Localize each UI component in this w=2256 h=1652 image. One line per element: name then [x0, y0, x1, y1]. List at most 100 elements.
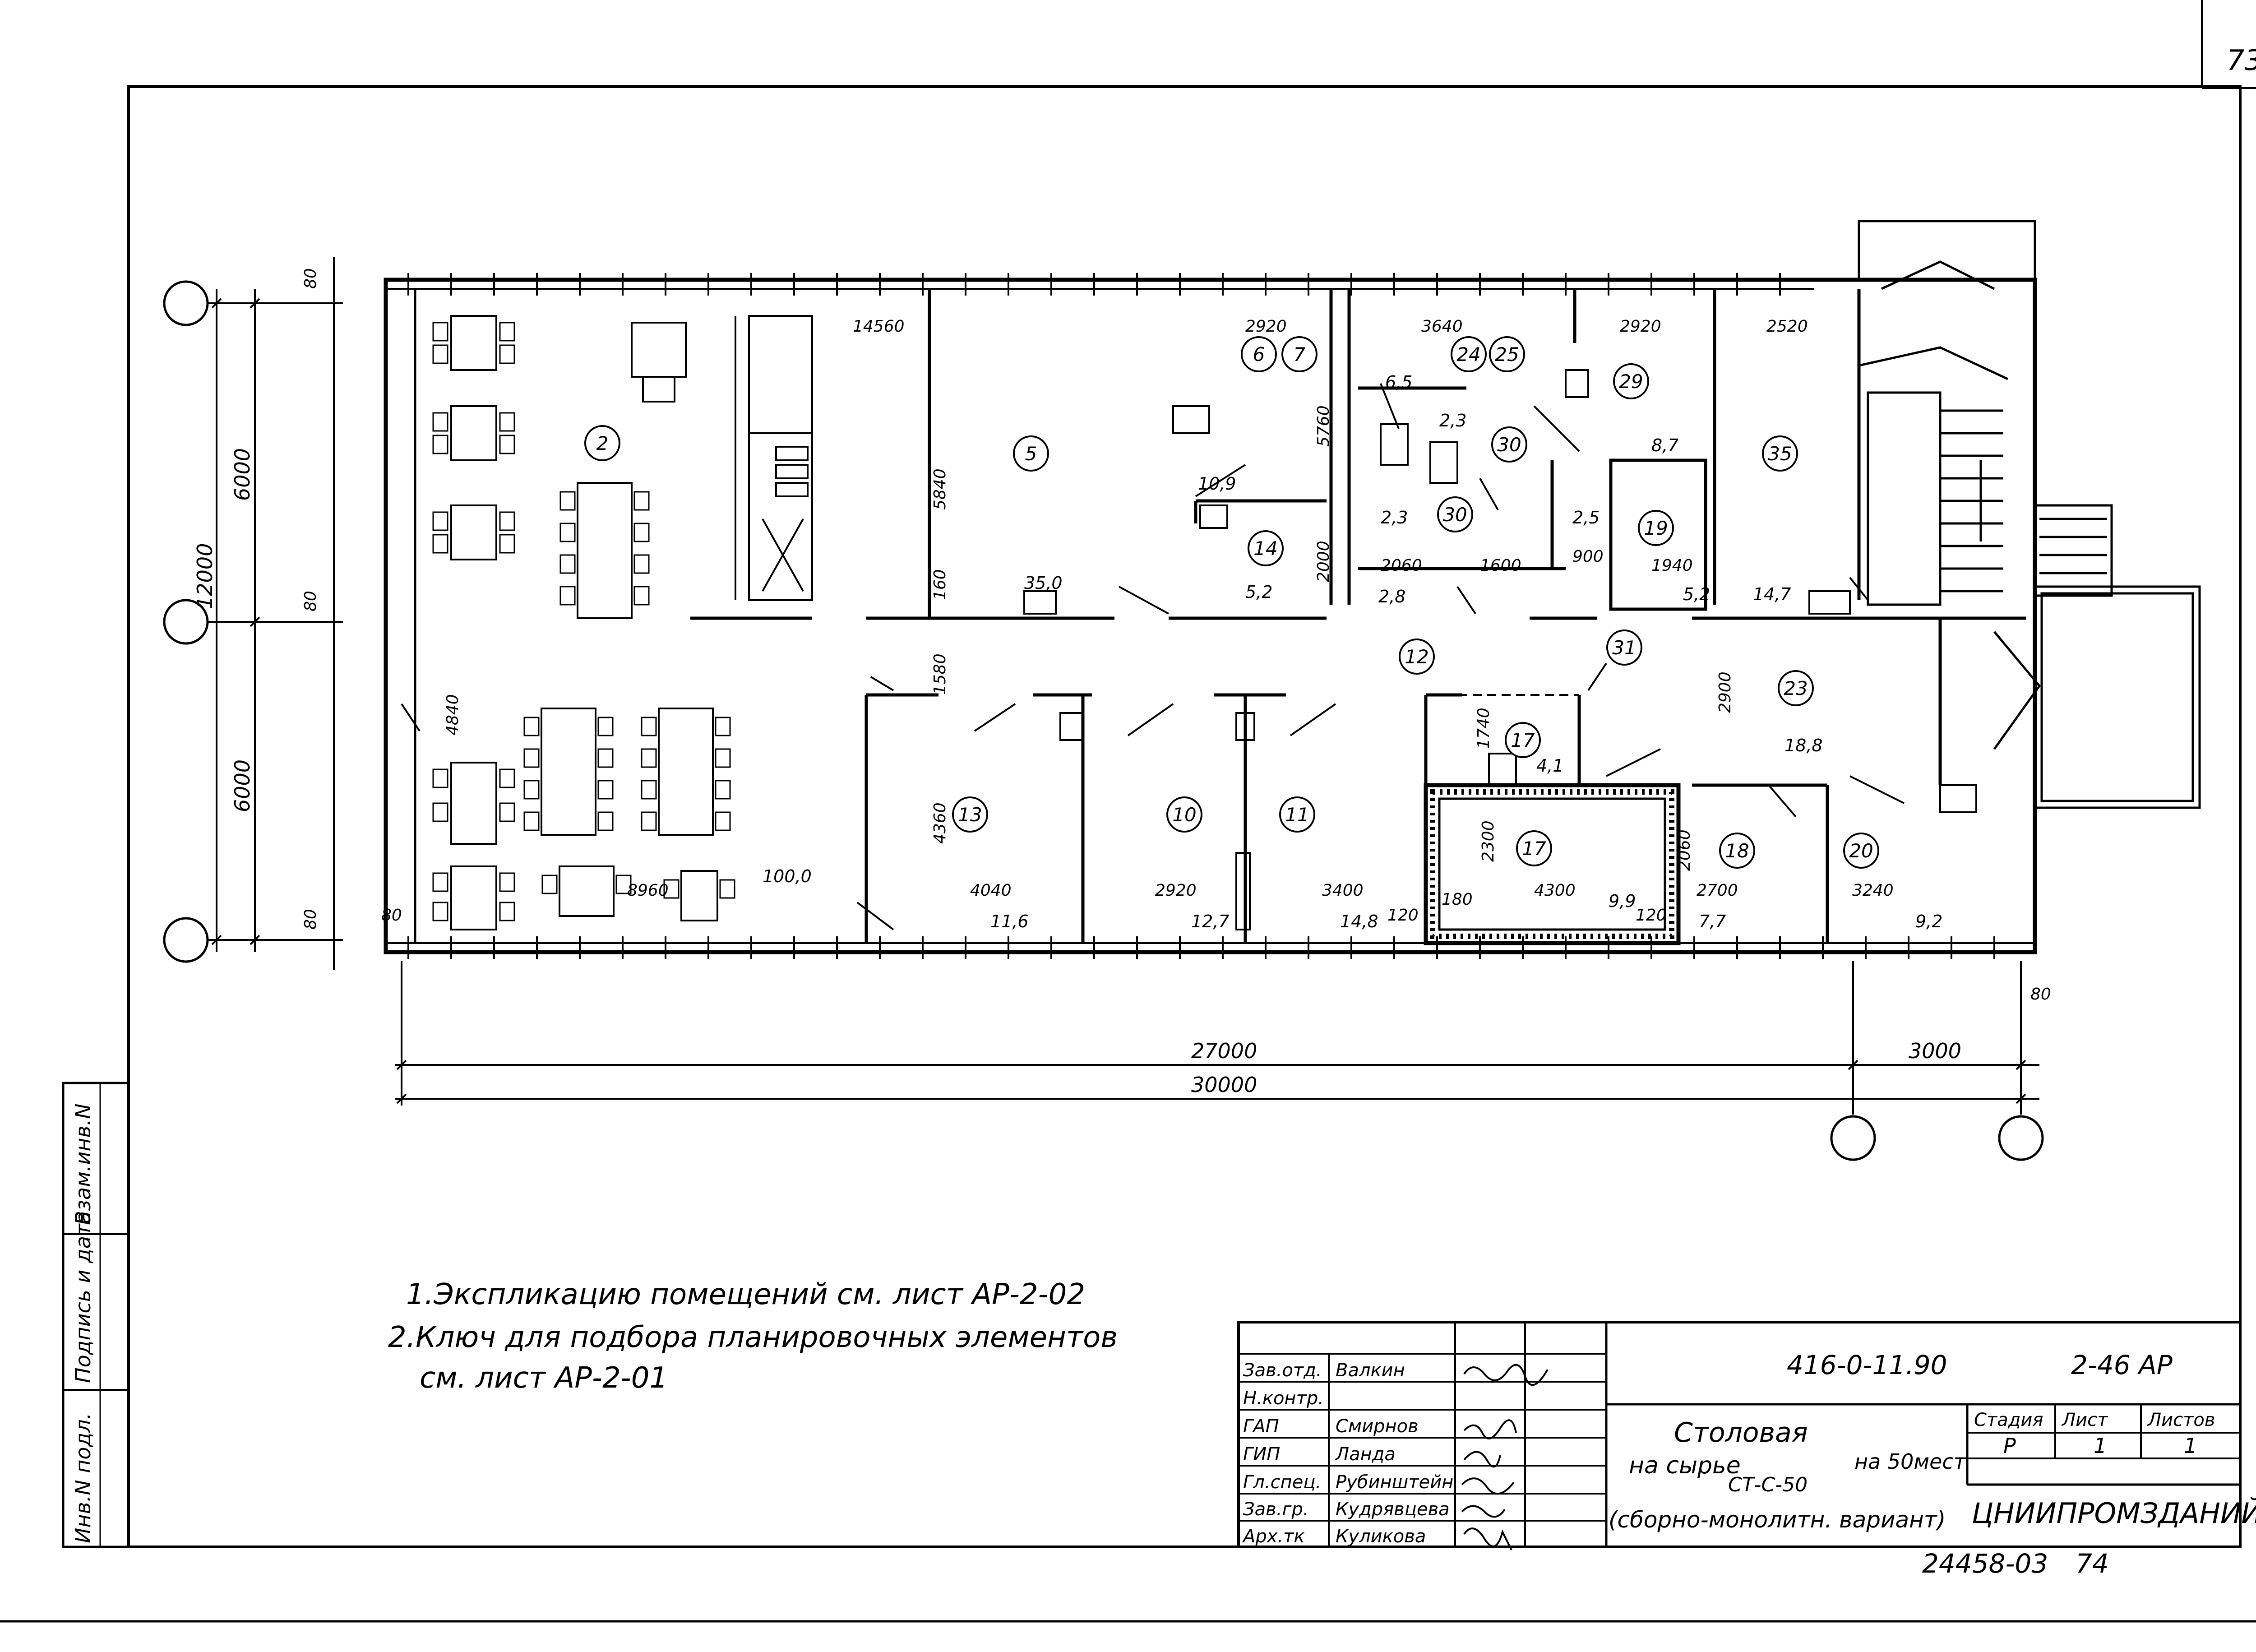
room-23-number: 23: [1784, 677, 1808, 699]
room-19-area: 2,5: [1572, 508, 1600, 528]
stage-value: Р: [2003, 1434, 2016, 1458]
dim-80b: 80: [301, 591, 320, 611]
room-18-area: 7,7: [1699, 912, 1726, 931]
stamp-signature-date: Подпись и дата: [71, 1211, 95, 1383]
staff-role-2: ГАП: [1243, 1416, 1279, 1437]
staff-role-6: Арх.тк: [1242, 1526, 1305, 1547]
room-6-number: 6: [1253, 343, 1265, 366]
sheets-value: 1: [2184, 1434, 2197, 1458]
room-12-number: 12: [1405, 646, 1428, 668]
dim-2060b: 2060: [1675, 829, 1694, 871]
door-swings: [401, 383, 1905, 930]
dim-overall: 30000: [1191, 1073, 1257, 1097]
room-17b-area: 9,9: [1609, 891, 1636, 911]
title-block-staff: Зав.отд. Валкин Н.контр. ГАП Смирнов ГИП…: [1242, 1360, 1453, 1547]
room-11-bubble: [1279, 796, 1315, 833]
room-14-area: 5,2: [1245, 582, 1272, 602]
dim-14560: 14560: [853, 317, 905, 336]
room-5-bubble: [1013, 435, 1049, 472]
archive-sheet: 74: [2076, 1548, 2109, 1579]
room-30b-bubble: [1437, 496, 1473, 532]
staff-name-5: Кудрявцева: [1336, 1499, 1450, 1520]
room-10-bubble: [1166, 796, 1202, 833]
room-29-area: 8,7: [1651, 435, 1678, 455]
room-35-bubble: [1762, 435, 1798, 472]
note-2: 2.Ключ для подбора планировочных элемент…: [388, 1321, 1118, 1354]
room-12-area: 2,8: [1378, 587, 1405, 606]
room-24-number: 24: [1456, 343, 1480, 366]
room-23-bubble: [1778, 670, 1814, 706]
note-3: см. лист АР-2-01: [420, 1361, 668, 1395]
room-12-bubble: [1399, 639, 1435, 675]
room-5-area: 35,0: [1024, 573, 1063, 593]
room-19-bubble: [1638, 510, 1674, 546]
room-bubbles: [584, 336, 1879, 869]
room-20-area: 9,2: [1915, 912, 1942, 931]
dim-left-bottom: 6000: [230, 759, 254, 812]
dim-2900: 2900: [1716, 671, 1734, 713]
title-line-4: (сборно-монолитн. вариант): [1609, 1507, 1946, 1533]
room-7-number: 7: [1294, 343, 1306, 366]
room-19-number: 19: [1644, 517, 1668, 539]
title-line-2a: на сырье: [1629, 1452, 1741, 1479]
room-29-number: 29: [1619, 370, 1643, 393]
dim-80a: 80: [301, 268, 320, 289]
notes: 1.Экспликацию помещений см. лист АР-2-02…: [388, 1278, 1118, 1395]
room-10-number: 10: [1172, 804, 1196, 826]
room-13-area: 11,6: [990, 912, 1029, 931]
staff-name-6: Куликова: [1336, 1526, 1426, 1547]
stage-header: Стадия: [1974, 1410, 2043, 1430]
room-31-bubble: [1606, 629, 1642, 666]
room-17a-number: 17: [1511, 729, 1535, 751]
staff-name-0: Валкин: [1336, 1360, 1405, 1381]
staff-role-4: Гл.спец.: [1243, 1472, 1321, 1493]
dim-8960: 8960: [627, 881, 669, 900]
room-20-number: 20: [1849, 840, 1873, 862]
room-14-bubble: [1248, 530, 1284, 566]
dim-3240: 3240: [1852, 881, 1894, 900]
axis-bubble-bottom: [163, 917, 209, 963]
staff-role-3: ГИП: [1243, 1444, 1280, 1465]
dim-3400: 3400: [1322, 881, 1364, 900]
dim-annex: 3000: [1909, 1039, 1961, 1063]
cold-room: [1424, 783, 1681, 945]
dim-180: 180: [1442, 890, 1473, 909]
staff-name-4: Рубинштейн: [1336, 1472, 1453, 1493]
dim-left-total: 12000: [193, 543, 217, 609]
dim-2000: 2000: [1314, 541, 1333, 582]
side-stamp: Взам.инв.N Подпись и дата Инв.N подл.: [62, 1082, 130, 1548]
doc-code: 416-0-11.90: [1787, 1350, 1947, 1380]
dim-120a: 120: [1387, 906, 1419, 925]
room-30a-number: 30: [1497, 434, 1521, 456]
room-11-area: 14,8: [1340, 912, 1378, 931]
axis-bubble-right-2: [1998, 1115, 2044, 1161]
dim-5760: 5760: [1314, 405, 1333, 447]
dim-4360: 4360: [931, 802, 949, 844]
dim-900: 900: [1572, 547, 1604, 566]
room-30a-area: 2,3: [1439, 411, 1466, 430]
room-30a-bubble: [1491, 426, 1527, 463]
dim-left-top: 6000: [230, 448, 254, 501]
room-25-number: 25: [1495, 343, 1519, 366]
dim-3640: 3640: [1421, 317, 1463, 336]
dim-2920c: 2920: [1155, 881, 1197, 900]
axis-bubble-top: [163, 280, 209, 326]
dim-1940: 1940: [1651, 556, 1693, 575]
room-24-bubble: [1451, 336, 1487, 372]
room-6-bubble: [1241, 336, 1277, 372]
signatures: [1461, 1364, 1549, 1550]
room-2-bubble: [584, 425, 620, 461]
dim-2700: 2700: [1697, 881, 1738, 900]
organization: ЦНИИПРОМЗДАНИЙ: [1972, 1496, 2256, 1530]
room-23-area: 18,8: [1784, 736, 1823, 755]
stamp-inv-original: Инв.N подл.: [71, 1413, 95, 1543]
dim-120b: 120: [1636, 906, 1667, 925]
dim-80e: 80: [2030, 985, 2051, 1004]
room-2-number: 2: [596, 432, 609, 454]
dim-4040: 4040: [970, 881, 1012, 900]
room-numbers: 2 5 6 7 10 11 12 13 14 17 17 18 19 20 23…: [596, 343, 1873, 862]
note-1: 1.Экспликацию помещений см. лист АР-2-02: [406, 1278, 1085, 1311]
room-6-area: 10,9: [1198, 474, 1236, 494]
room-30b-number: 30: [1443, 504, 1467, 526]
